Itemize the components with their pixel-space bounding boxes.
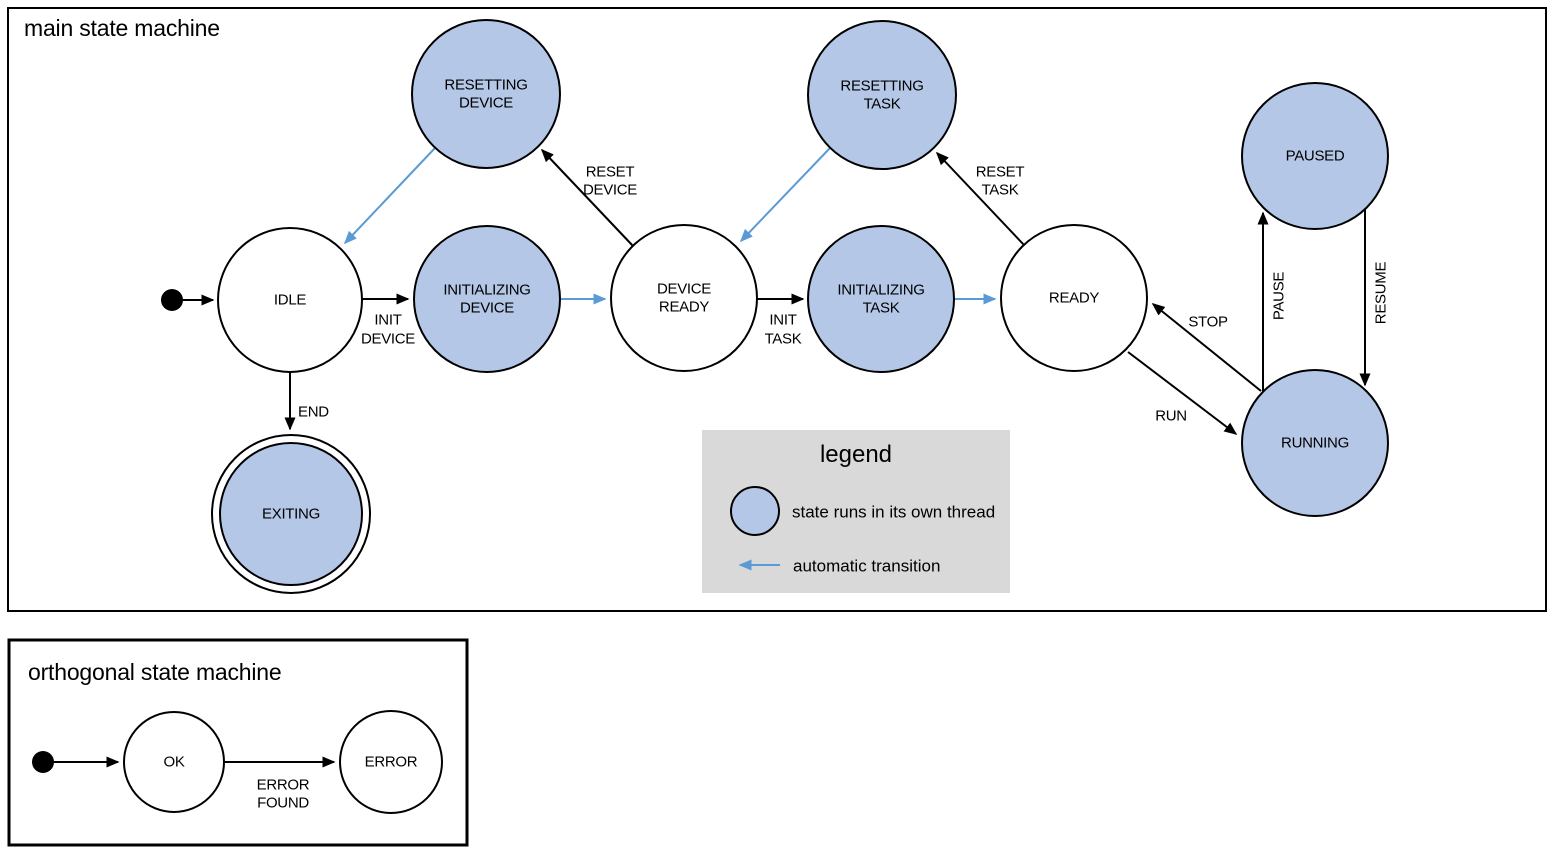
transition-label-end: END [298, 404, 329, 421]
state-initializing-device [413, 225, 561, 373]
state-paused [1241, 82, 1389, 230]
legend-title: legend [820, 441, 892, 468]
transition-ready-to-resetting-task [935, 151, 1025, 246]
transition-label-error-found-line2: FOUND [257, 795, 309, 812]
state-initializing-task [807, 225, 955, 373]
legend-thread-state-icon [730, 486, 780, 536]
state-error [339, 710, 443, 814]
state-initializing-task-label-line1: INITIALIZING [837, 282, 924, 299]
legend-thread-state-label: state runs in its own thread [792, 503, 995, 522]
state-device-ready-label-line2: READY [659, 299, 709, 316]
orthogonal-machine-title: orthogonal state machine [28, 659, 281, 685]
auto-transition-resetting-task-to-device-ready [739, 147, 831, 243]
orthogonal-machine-frame [7, 638, 469, 847]
legend-auto-transition-label: automatic transition [793, 557, 940, 576]
state-resetting-device-label-line1: RESETTING [444, 77, 527, 94]
transition-label-error-found-line1: ERROR [257, 777, 310, 794]
state-device-ready [610, 224, 758, 372]
transition-device-ready-to-resetting-device [540, 148, 634, 247]
state-resetting-device-label-line2: DEVICE [459, 95, 513, 112]
transition-label-init-task-line1: INIT [769, 312, 796, 329]
transition-label-reset-task-line1: RESET [976, 164, 1025, 181]
state-running [1241, 369, 1389, 517]
state-paused-label: PAUSED [1286, 148, 1345, 165]
state-exiting [219, 442, 363, 586]
transition-label-init-device-line1: INIT [374, 312, 401, 329]
transition-label-stop: STOP [1188, 314, 1228, 331]
state-initializing-task-label-line2: TASK [863, 300, 900, 317]
state-initializing-device-label-line2: DEVICE [460, 300, 514, 317]
state-ready [1000, 224, 1148, 372]
state-idle [217, 227, 363, 373]
transition-label-reset-device-line1: RESET [586, 164, 635, 181]
state-ready-label: READY [1049, 290, 1099, 307]
transition-label-init-task-line2: TASK [765, 331, 802, 348]
transition-label-reset-device-line2: DEVICE [583, 182, 637, 199]
transition-label-init-device-line2: DEVICE [361, 331, 415, 348]
auto-transition-resetting-device-to-idle [343, 147, 436, 245]
state-device-ready-label-line1: DEVICE [657, 281, 711, 298]
transition-label-pause: PAUSE [1271, 272, 1288, 321]
state-resetting-task-label-line1: RESETTING [840, 78, 923, 95]
state-resetting-device [411, 19, 561, 169]
orthogonal-initial-state-dot [32, 751, 54, 773]
transition-label-run: RUN [1155, 408, 1187, 425]
transition-label-reset-task-line2: TASK [982, 182, 1019, 199]
state-resetting-task-label-line2: TASK [864, 96, 901, 113]
state-running-label: RUNNING [1281, 435, 1349, 452]
transition-ready-to-running-run [1127, 351, 1238, 435]
main-machine-title: main state machine [24, 15, 220, 41]
main-machine-frame [7, 7, 1547, 612]
state-ok [123, 711, 225, 813]
state-idle-label: IDLE [274, 292, 306, 309]
state-ok-label: OK [163, 754, 184, 771]
initial-state-dot [161, 289, 183, 311]
state-error-label: ERROR [365, 754, 418, 771]
state-exiting-label: EXITING [262, 506, 320, 523]
state-initializing-device-label-line1: INITIALIZING [443, 282, 530, 299]
transition-label-resume: RESUME [1373, 262, 1390, 325]
state-resetting-task [807, 20, 957, 170]
transition-running-to-ready-stop [1151, 303, 1262, 392]
